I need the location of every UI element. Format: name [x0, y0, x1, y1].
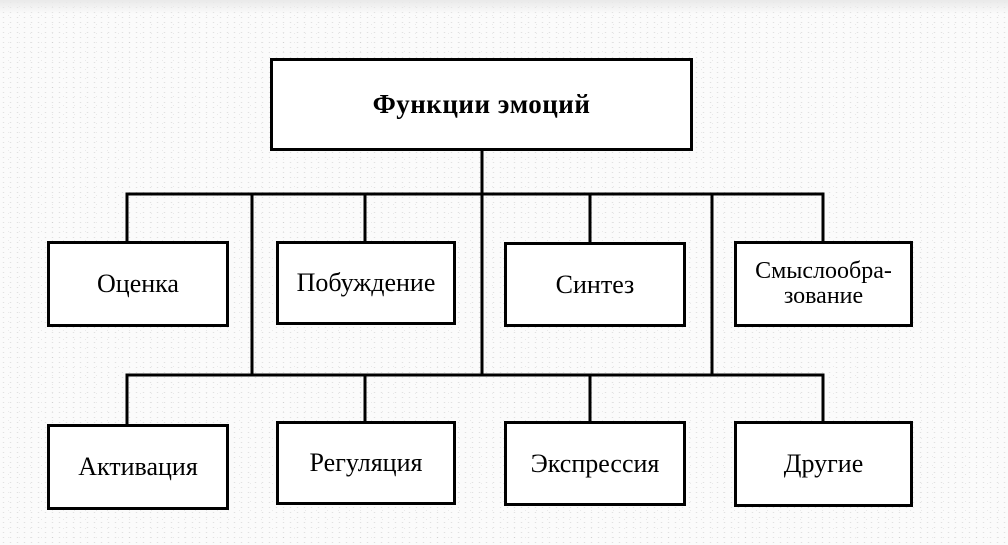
node-regulyatsiya: Регуляция — [276, 421, 456, 505]
node-aktivatsiya-label: Активация — [78, 452, 198, 482]
node-pobuzhdenie: Побуждение — [276, 241, 456, 325]
node-pobuzhdenie-label: Побуждение — [296, 268, 436, 298]
node-otsenka-label: Оценка — [97, 269, 179, 299]
node-sintez-label: Синтез — [555, 269, 635, 299]
node-aktivatsiya: Активация — [47, 424, 229, 510]
node-root-label: Функции эмоций — [372, 89, 591, 120]
node-otsenka: Оценка — [47, 241, 229, 327]
node-ekspressiya: Экспрессия — [504, 421, 686, 506]
node-root: Функции эмоций — [270, 58, 693, 151]
node-drugie: Другие — [734, 421, 913, 507]
scan-shadow — [0, 0, 1008, 14]
node-ekspressiya-label: Экспрессия — [530, 448, 660, 478]
node-regulyatsiya-label: Регуляция — [309, 448, 423, 478]
node-drugie-label: Другие — [783, 449, 864, 479]
node-smysl-label: Смыслообра- зование — [755, 257, 892, 309]
node-smysl: Смыслообра- зование — [734, 241, 913, 327]
node-sintez: Синтез — [504, 242, 686, 327]
